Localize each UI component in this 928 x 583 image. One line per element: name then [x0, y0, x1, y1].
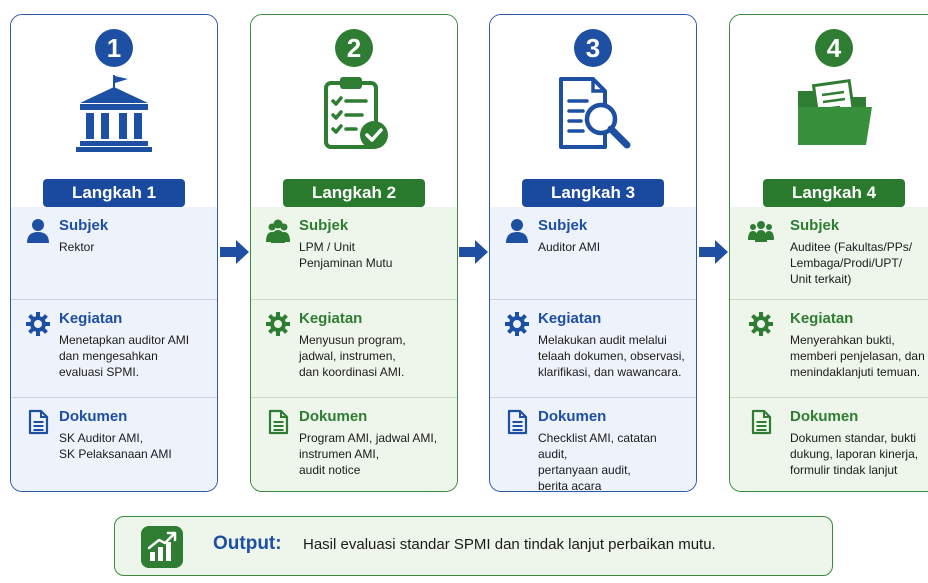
document-icon: [28, 409, 49, 435]
dokumen-section-3: Dokumen Checklist AMI, catatan audit, pe…: [490, 397, 696, 492]
gear-icon: [26, 312, 50, 336]
arrow-right-icon: [699, 240, 728, 264]
step-card-4: 4 Langkah 4 Subjek Auditee (Fakultas/PPs…: [729, 14, 928, 492]
step-card-3: 3 Langkah 3 Subjek Auditor AMI: [489, 14, 697, 492]
output-text: Hasil evaluasi standar SPMI dan tindak l…: [303, 536, 716, 553]
document-search-icon: [559, 77, 631, 149]
subjek-text: LPM / Unit Penjaminan Mutu: [299, 240, 393, 270]
document-icon: [268, 409, 289, 435]
kegiatan-text: Menetapkan auditor AMI dan mengesahkan e…: [59, 333, 190, 379]
dokumen-text: SK Auditor AMI, SK Pelaksanaan AMI: [59, 431, 172, 461]
folder-documents-icon: [798, 78, 872, 145]
dokumen-text: Dokumen standar, bukti dukung, laporan k…: [790, 431, 919, 477]
step-number-2: 2: [335, 29, 373, 67]
step-title-1: Langkah 1: [43, 179, 185, 207]
step-number-4: 4: [815, 29, 853, 67]
person-icon: [506, 219, 528, 243]
step-card-1: 1 Langkah 1 Subjek Rektor: [10, 14, 218, 492]
output-label: Output:: [213, 533, 282, 554]
dokumen-label: Dokumen: [538, 408, 607, 425]
document-icon: [507, 409, 528, 435]
team-icon: [266, 219, 290, 243]
subjek-section-4: Subjek Auditee (Fakultas/PPs/ Lembaga/Pr…: [730, 207, 928, 299]
group-icon: [748, 221, 774, 242]
kegiatan-text: Menyusun program, jadwal, instrumen, dan…: [299, 333, 406, 379]
dokumen-section-1: Dokumen SK Auditor AMI, SK Pelaksanaan A…: [11, 397, 217, 491]
subjek-label: Subjek: [790, 217, 840, 234]
dokumen-label: Dokumen: [790, 408, 859, 425]
dokumen-section-4: Dokumen Dokumen standar, bukti dukung, l…: [730, 397, 928, 491]
kegiatan-section-1: Kegiatan Menetapkan auditor AMI dan meng…: [11, 299, 217, 397]
growth-chart-icon: [141, 526, 183, 568]
kegiatan-label: Kegiatan: [299, 310, 363, 327]
clipboard-checklist-icon: [324, 77, 388, 149]
step-number-1: 1: [95, 29, 133, 67]
kegiatan-text: Menyerahkan bukti, memberi penjelasan, d…: [790, 333, 925, 379]
subjek-text: Auditor AMI: [538, 240, 601, 254]
subjek-section-1: Subjek Rektor: [11, 207, 217, 299]
gear-icon: [505, 312, 529, 336]
arrow-right-icon: [459, 240, 488, 264]
kegiatan-text: Melakukan audit melalui telaah dokumen, …: [538, 333, 685, 379]
step-number-3: 3: [574, 29, 612, 67]
dokumen-text: Checklist AMI, catatan audit, pertanyaan…: [538, 431, 657, 492]
step-title-4: Langkah 4: [763, 179, 905, 207]
step-title-2: Langkah 2: [283, 179, 425, 207]
subjek-section-3: Subjek Auditor AMI: [490, 207, 696, 299]
kegiatan-section-2: Kegiatan Menyusun program, jadwal, instr…: [251, 299, 457, 397]
dokumen-section-2: Dokumen Program AMI, jadwal AMI, instrum…: [251, 397, 457, 491]
dokumen-label: Dokumen: [299, 408, 368, 425]
step-card-2: 2 Langkah 2 Subjek LPM / Unit Penjaminan…: [250, 14, 458, 492]
dokumen-text: Program AMI, jadwal AMI, instrumen AMI, …: [299, 431, 438, 477]
subjek-text: Auditee (Fakultas/PPs/ Lembaga/Prodi/UPT…: [790, 240, 913, 286]
kegiatan-label: Kegiatan: [790, 310, 854, 327]
university-building-icon: [76, 75, 152, 152]
subjek-section-2: Subjek LPM / Unit Penjaminan Mutu: [251, 207, 457, 299]
person-icon: [27, 219, 49, 243]
subjek-label: Subjek: [538, 217, 588, 234]
kegiatan-section-4: Kegiatan Menyerahkan bukti, memberi penj…: [730, 299, 928, 397]
arrow-right-icon: [220, 240, 249, 264]
output-box: Output: Hasil evaluasi standar SPMI dan …: [114, 516, 833, 576]
document-icon: [751, 409, 772, 435]
gear-icon: [749, 312, 773, 336]
kegiatan-label: Kegiatan: [538, 310, 602, 327]
subjek-text: Rektor: [59, 240, 95, 254]
dokumen-label: Dokumen: [59, 408, 128, 425]
subjek-label: Subjek: [299, 217, 349, 234]
kegiatan-label: Kegiatan: [59, 310, 123, 327]
step-title-3: Langkah 3: [522, 179, 664, 207]
gear-icon: [266, 312, 290, 336]
kegiatan-section-3: Kegiatan Melakukan audit melalui telaah …: [490, 299, 696, 397]
subjek-label: Subjek: [59, 217, 109, 234]
